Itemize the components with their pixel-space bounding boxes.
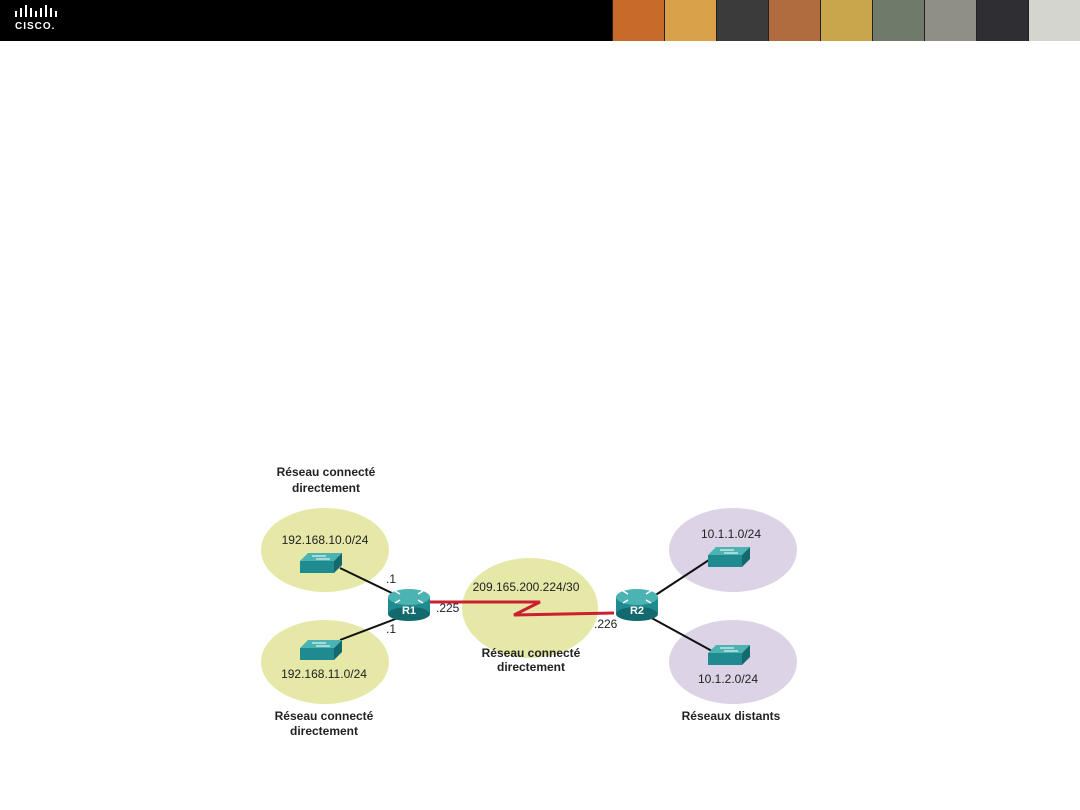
cisco-logo-icon (15, 5, 57, 17)
router-r2-icon (616, 589, 658, 621)
router-r2-label: R2 (630, 605, 644, 617)
network-zone-lan1 (261, 508, 389, 592)
header-photo (716, 0, 768, 41)
ethernet-link-r1-lan2 (339, 617, 399, 641)
switch-icon (300, 640, 342, 660)
header-photo-strip (612, 0, 1080, 41)
header-photo (820, 0, 872, 41)
router-r1-icon (388, 589, 430, 621)
header-banner: CISCO. (0, 0, 1080, 41)
ethernet-link-r2-remote1 (647, 557, 713, 601)
header-photo (872, 0, 924, 41)
caption-bottom-left-line1: Réseau connecté (275, 709, 374, 723)
interface-label-r2-wan: .226 (594, 617, 618, 631)
network-label-lan2: 192.168.11.0/24 (281, 667, 367, 681)
interface-label-r1-lan2: .1 (386, 622, 396, 636)
serial-link-r1-r2 (428, 600, 615, 617)
network-zone-lan2 (261, 620, 389, 704)
cisco-logo-text: CISCO. (15, 21, 56, 32)
caption-right: Réseaux distants (682, 709, 781, 723)
network-label-lan1: 192.168.10.0/24 (282, 533, 369, 547)
network-label-remote1: 10.1.1.0/24 (701, 527, 761, 541)
ethernet-link-r2-remote2 (647, 615, 713, 652)
caption-top-left-line2: directement (292, 481, 360, 495)
network-label-wan: 209.165.200.224/30 (473, 580, 580, 594)
header-photo (612, 0, 664, 41)
interface-label-r1-lan1: .1 (386, 572, 396, 586)
switch-icon (300, 553, 342, 573)
network-label-remote2: 10.1.2.0/24 (698, 672, 758, 686)
switch-icon (708, 547, 750, 567)
switch-icon (708, 645, 750, 665)
header-photo (924, 0, 976, 41)
interface-label-r1-wan: .225 (436, 601, 460, 615)
caption-middle-line2: directement (497, 660, 565, 674)
caption-top-left-line1: Réseau connecté (277, 465, 376, 479)
header-photo (768, 0, 820, 41)
router-r1-label: R1 (402, 605, 416, 617)
header-photo (976, 0, 1028, 41)
caption-bottom-left-line2: directement (290, 724, 358, 738)
ethernet-link-r1-lan1 (339, 567, 399, 597)
header-photo (1028, 0, 1080, 41)
caption-middle-line1: Réseau connecté (482, 646, 581, 660)
header-photo (664, 0, 716, 41)
